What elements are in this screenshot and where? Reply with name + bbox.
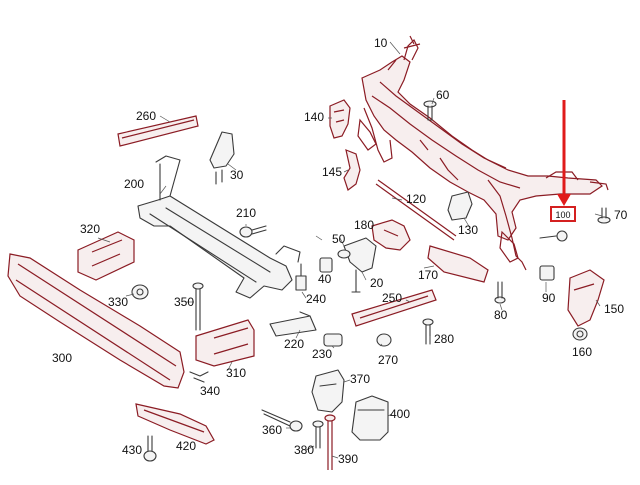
callout-210-label: 210: [236, 206, 256, 220]
clip-50-icon: [337, 249, 351, 259]
callout-60-label: 60: [436, 88, 450, 102]
bar-250-icon: [351, 289, 437, 327]
bolt-60-icon: [423, 100, 437, 121]
part-100-highlight: 100: [550, 206, 576, 222]
bracket-140-icon: [329, 99, 351, 139]
panel-170-icon: [427, 245, 489, 283]
bolt-280-icon: [422, 318, 434, 345]
callout-250-label: 250: [382, 291, 402, 305]
callout-170-label: 170: [418, 268, 438, 282]
bracket-130-icon: [447, 191, 473, 221]
callout-100-label: 100: [555, 210, 570, 220]
screw-unlabeled-icon: [539, 230, 568, 242]
nut-330-icon: [131, 284, 149, 300]
callout-340-label: 340: [200, 384, 220, 398]
rod-120-icon: [375, 179, 457, 241]
callout-10-label: 10: [374, 36, 388, 50]
highlight-arrow: [557, 100, 571, 206]
callout-390-label: 390: [338, 452, 358, 466]
nut-230-icon: [323, 333, 343, 347]
callout-145-label: 145: [322, 165, 342, 179]
callout-230-label: 230: [312, 347, 332, 361]
callout-330-label: 330: [108, 295, 128, 309]
clip-340-icon: [189, 371, 209, 383]
bolt-350-icon: [192, 282, 204, 331]
callout-140-label: 140: [304, 110, 324, 124]
callout-80-label: 80: [494, 308, 508, 322]
bracket-30-icon: [209, 131, 235, 185]
bracket-20-icon: [343, 237, 377, 293]
callout-120-label: 120: [406, 192, 426, 206]
callout-labels: 10 20 30 40 50 60 70 80 90 120 130 140 1…: [52, 36, 628, 466]
callout-40-label: 40: [318, 272, 332, 286]
callout-130-label: 130: [458, 223, 478, 237]
leader-lines: [97, 41, 603, 459]
bolt-380-icon: [312, 420, 324, 449]
bracket-310-icon: [195, 319, 255, 367]
callout-150-label: 150: [604, 302, 624, 316]
screw-210-icon: [239, 225, 267, 238]
callout-420-label: 420: [176, 439, 196, 453]
front-carrier-assembly: [357, 35, 609, 271]
callout-200-label: 200: [124, 177, 144, 191]
callout-380-label: 380: [294, 443, 314, 457]
bracket-220-icon: [269, 311, 317, 337]
bar-260-icon: [117, 115, 199, 147]
callout-400-label: 400: [390, 407, 410, 421]
callout-280-label: 280: [434, 332, 454, 346]
callout-20-label: 20: [370, 276, 384, 290]
absorber-400-icon: [351, 395, 389, 441]
strip-420-icon: [135, 403, 215, 445]
callout-310-label: 310: [226, 366, 246, 380]
bolt-80-icon: [494, 281, 506, 304]
nut-40-icon: [319, 257, 333, 273]
callout-270-label: 270: [378, 353, 398, 367]
bracket-370-icon: [311, 369, 345, 413]
callout-160-label: 160: [572, 345, 592, 359]
callout-240-label: 240: [306, 292, 326, 306]
bolt-70-icon: [597, 207, 611, 224]
bracket-145-icon: [343, 149, 361, 191]
callout-370-label: 370: [350, 372, 370, 386]
callout-90-label: 90: [542, 291, 556, 305]
nut-160-icon: [572, 327, 588, 341]
callout-180-label: 180: [354, 218, 374, 232]
bolt-390-icon: [324, 414, 336, 470]
bolt-430-icon: [143, 435, 157, 462]
callout-320-label: 320: [80, 222, 100, 236]
bracket-150-icon: [567, 269, 605, 327]
crossmember-200-icon: [137, 155, 301, 299]
bolt-360-icon: [261, 409, 303, 432]
callout-30-label: 30: [230, 168, 244, 182]
bolt-240-icon: [295, 263, 307, 291]
callout-220-label: 220: [284, 337, 304, 351]
bracket-180-icon: [371, 219, 411, 251]
bracket-320-icon: [77, 231, 135, 281]
callout-50-label: 50: [332, 232, 346, 246]
callout-360-label: 360: [262, 423, 282, 437]
clip-90-icon: [539, 265, 555, 281]
callout-430-label: 430: [122, 443, 142, 457]
nut-270-icon: [376, 333, 392, 347]
callout-350-label: 350: [174, 295, 194, 309]
callout-260-label: 260: [136, 109, 156, 123]
callout-300-label: 300: [52, 351, 72, 365]
bumper-beam-300-icon: [7, 253, 185, 389]
callout-70-label: 70: [614, 208, 628, 222]
